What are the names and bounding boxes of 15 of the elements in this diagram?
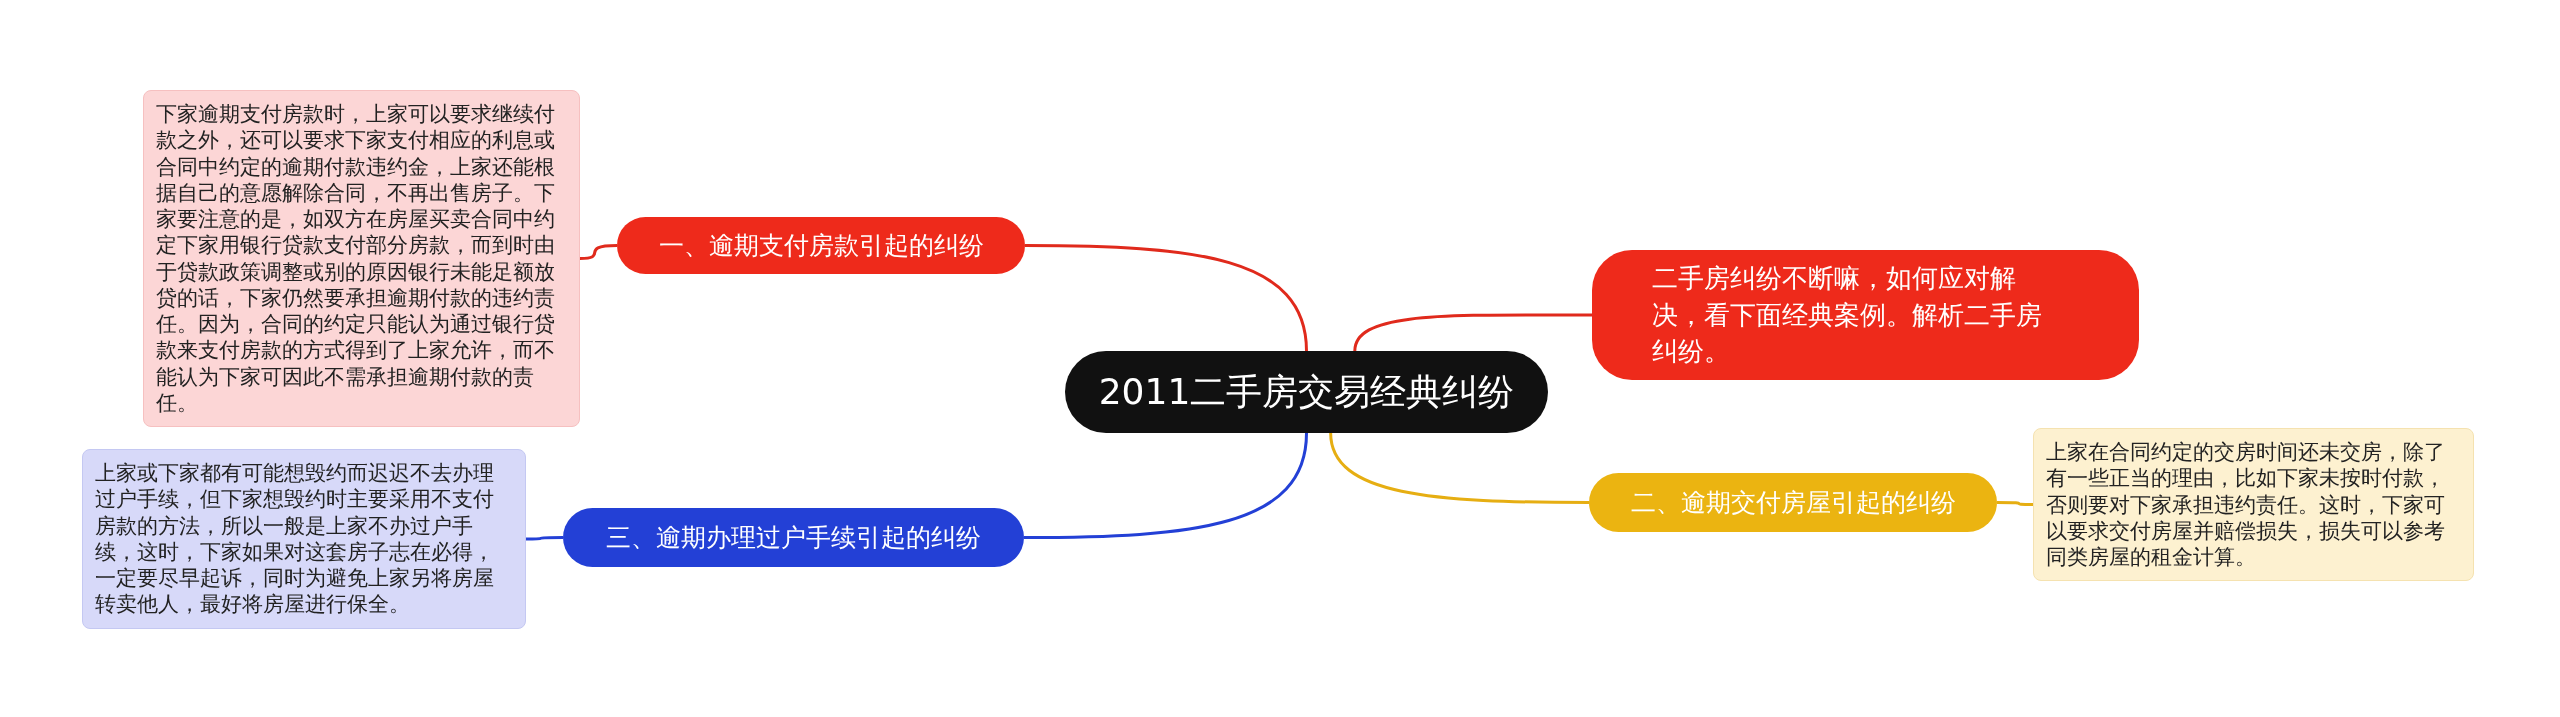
connector-line [1997, 501, 2033, 506]
topic-pill: 二、逾期交付房屋引起的纠纷 [1589, 473, 1997, 532]
note-card: 上家或下家都有可能想毁约而迟迟不去办理过户手续，但下家想毁约时主要采用不支付房款的方法，所以一般是上家不办过户手续，这时，下家如果对这套房子志在必得，一定要尽早起诉，同时为避免上家另将房屋转卖他人，最好将房屋进行保全。 [82, 449, 526, 629]
central-topic: 2011二手房交易经典纠纷 [1065, 351, 1548, 433]
connector-line [579, 244, 618, 260]
topic-pill: 三、逾期办理过户手续引起的纠纷 [563, 508, 1024, 567]
connector-line [1353, 313, 1592, 352]
connector-line [1025, 244, 1308, 352]
connector-line [1329, 432, 1589, 504]
topic-pill: 二手房纠纷不断嘛，如何应对解决，看下面经典案例。解析二手房纠纷。 [1592, 250, 2139, 380]
note-card: 下家逾期支付房款时，上家可以要求继续付款之外，还可以要求下家支付相应的利息或合同中约定的逾期付款违约金，上家还能根据自己的意愿解除合同，不再出售房子。下家要注意的是，如双方在房屋买卖合同中约定下家用银行贷款支付部分房款，而到时由于贷款政策调整或别的原因银行未能足额放贷的话，下家仍然要承担逾期付款的违约责任。因为，合同的约定只能认为通过银行贷款来支付房款的方式得到了上家允许，而不能认为下家可因此不需承担逾期付款的责任。 [143, 90, 580, 427]
connector-line [1024, 432, 1308, 539]
topic-pill: 一、逾期支付房款引起的纠纷 [617, 217, 1025, 274]
connector-line [526, 536, 563, 541]
note-card: 上家在合同约定的交房时间还未交房，除了有一些正当的理由，比如下家未按时付款，否则要对下家承担违约责任。这时，下家可以要求交付房屋并赔偿损失，损失可以参考同类房屋的租金计算。 [2033, 428, 2474, 582]
